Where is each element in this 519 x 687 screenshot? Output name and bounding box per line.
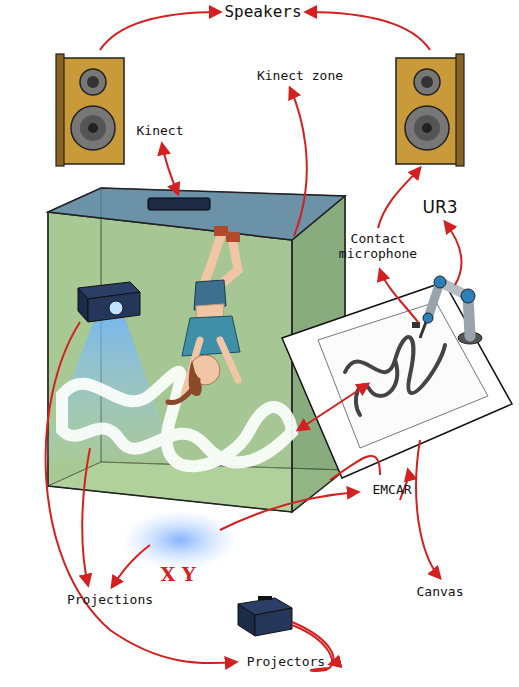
projector-bottom: [238, 596, 292, 636]
leader-arrows: [46, 12, 462, 671]
light-trail-sparkle: [62, 372, 292, 466]
canvas-paper: [318, 302, 488, 448]
xy-glow: [122, 510, 238, 570]
kinect-sensor: [148, 198, 210, 210]
part-label: EMCAR: [352, 483, 432, 498]
part-label: Projections: [50, 593, 170, 608]
projector-top: [78, 282, 140, 322]
part-label: Canvas: [400, 585, 480, 600]
part-label: Contact microphone: [332, 232, 424, 262]
canvas-sheet: [282, 282, 512, 478]
speaker-left: [56, 54, 124, 166]
light-trail: [62, 372, 292, 466]
zone-label: Kinect zone: [235, 69, 365, 84]
heading-label: Speakers: [203, 3, 323, 21]
ur3-robot: [412, 276, 482, 344]
speaker-right: [396, 54, 464, 166]
part-label: Projectors: [231, 655, 341, 670]
dancer: [168, 226, 240, 403]
part-label: Kinect: [115, 124, 205, 139]
coordinate-label: X Y: [143, 564, 213, 586]
drawn-line: [345, 337, 445, 415]
part-label: UR3: [405, 198, 475, 218]
